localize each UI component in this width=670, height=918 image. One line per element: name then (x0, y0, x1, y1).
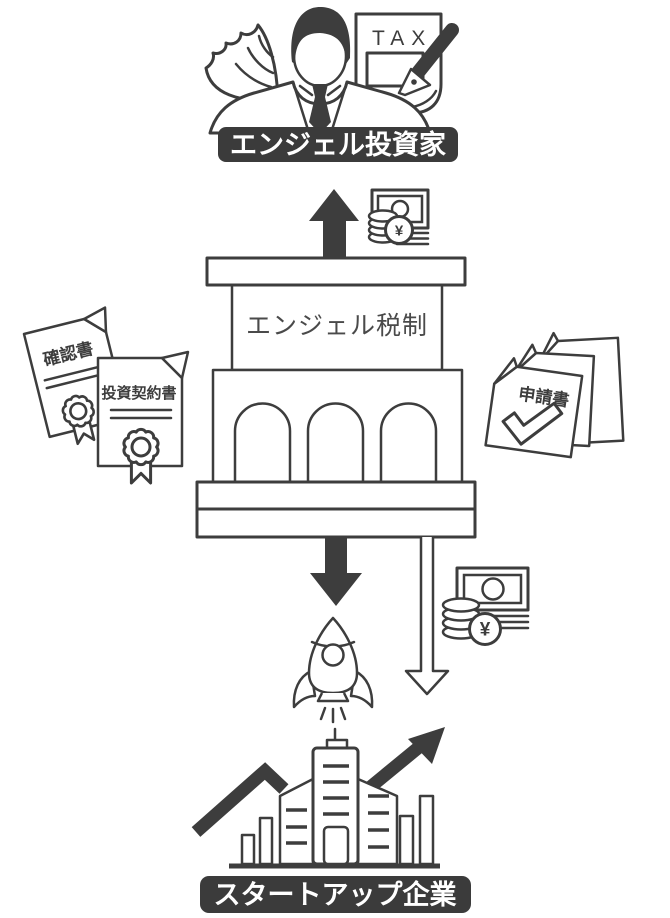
office-right-wing (356, 777, 399, 866)
building-arch-wall (211, 368, 464, 484)
fountain-pen-icon (397, 23, 459, 97)
down-arrow-solid-icon (310, 537, 362, 606)
tax-system-building-icon: エンジェル税制 (195, 256, 477, 539)
bar-chart-icon (240, 794, 435, 866)
left-wing-windows (286, 808, 307, 845)
yen-symbol: ¥ (395, 223, 404, 240)
yen-coin-icon: ¥ (384, 215, 414, 245)
building-sign-wall (230, 283, 444, 372)
necktie (298, 84, 342, 134)
angel-investor-illustration: TAX (204, 7, 459, 135)
award-seal-icon (122, 427, 160, 485)
rocket-icon (292, 616, 374, 724)
contract-doc-label: 投資契約書 (101, 384, 176, 402)
money-up-icon: ¥ (367, 188, 430, 246)
tower-door (322, 825, 350, 866)
tax-label: TAX (372, 27, 432, 50)
office-tower-icon (311, 727, 360, 866)
check-mark-icon (501, 401, 564, 446)
up-arrow-icon (309, 189, 359, 259)
investor-hair (291, 7, 351, 64)
contract-document-icon: 投資契約書 (96, 350, 190, 485)
down-arrow-outline-icon (404, 537, 450, 696)
right-wing-windows (368, 794, 389, 849)
building-arches (233, 402, 438, 484)
yen-coin-icon: ¥ (468, 612, 502, 646)
growth-arrow-icon (191, 727, 445, 837)
building-base-lower (195, 507, 477, 539)
money-down-icon: ¥ (441, 566, 530, 646)
investor-label-badge: エンジェル投資家 (218, 127, 458, 162)
tax-system-label: エンジェル税制 (246, 312, 428, 340)
startup-illustration (191, 727, 445, 869)
investor-label: エンジェル投資家 (230, 129, 446, 160)
wing-icon (204, 23, 280, 103)
startup-label-badge: スタートアップ企業 (200, 876, 471, 913)
building-base-upper (195, 480, 477, 511)
building-roof (205, 256, 467, 287)
application-documents-icon: 申請書 (484, 331, 625, 459)
yen-symbol: ¥ (480, 620, 491, 641)
startup-label: スタートアップ企業 (214, 879, 457, 910)
office-left-wing (278, 777, 315, 866)
